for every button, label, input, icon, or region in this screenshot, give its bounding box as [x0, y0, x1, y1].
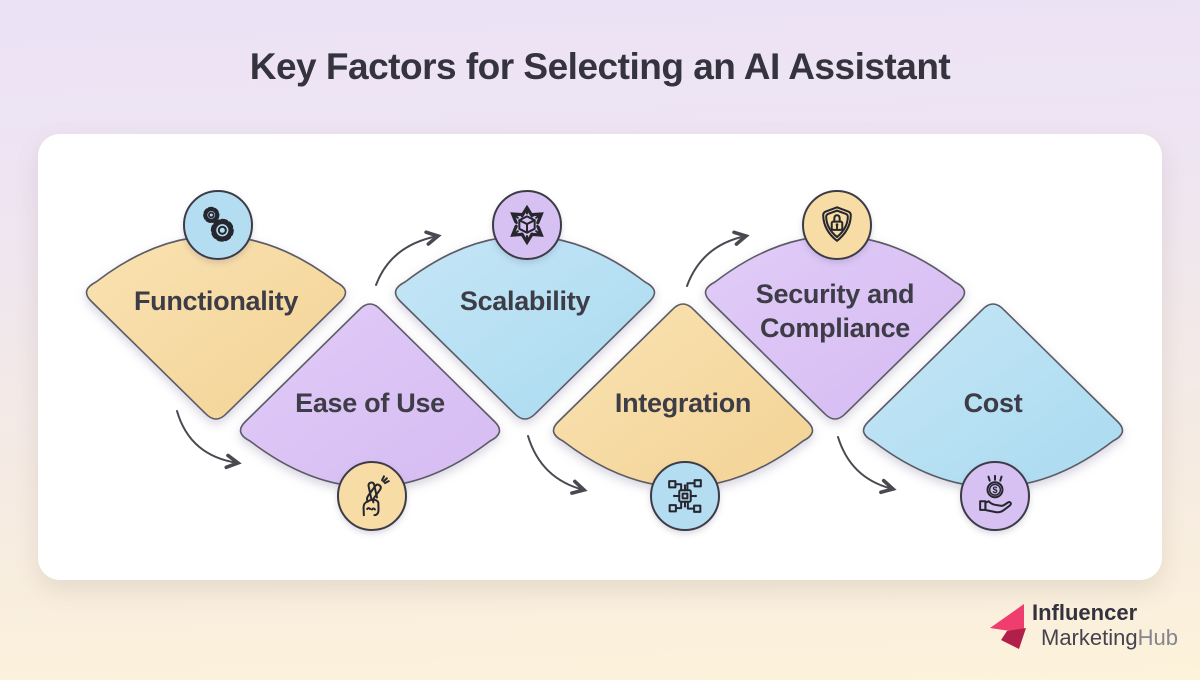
factor-label-security: Security and Compliance: [755, 279, 915, 343]
brand-logo: Influencer MarketingHub: [988, 600, 1198, 660]
cube-expand-arrows-icon: [492, 190, 562, 260]
coin-in-hand-icon: $: [960, 461, 1030, 531]
brand-logo-text: Influencer MarketingHub: [1032, 600, 1178, 650]
factor-label-ease-of-use: Ease of Use: [295, 388, 445, 418]
brand-name-line2: MarketingHub: [1041, 625, 1178, 650]
brand-logo-mark: [990, 604, 1026, 649]
crossed-fingers-icon: [337, 461, 407, 531]
gears-icon: [183, 190, 253, 260]
page-title: Key Factors for Selecting an AI Assistan…: [249, 46, 951, 87]
factor-label-scalability: Scalability: [459, 286, 591, 316]
dollar-symbol: $: [992, 485, 997, 495]
fan-shape-ease-of-use: [239, 303, 501, 488]
factor-label-cost: Cost: [963, 388, 1023, 418]
brand-marketing-text: Marketing: [1041, 625, 1138, 650]
factor-label-integration: Integration: [614, 388, 752, 418]
factor-label-functionality: Functionality: [133, 286, 299, 316]
chip-network-icon: [650, 461, 720, 531]
shield-lock-icon: [802, 190, 872, 260]
brand-hub-text: Hub: [1137, 625, 1178, 650]
brand-name-line1: Influencer: [1032, 600, 1138, 625]
